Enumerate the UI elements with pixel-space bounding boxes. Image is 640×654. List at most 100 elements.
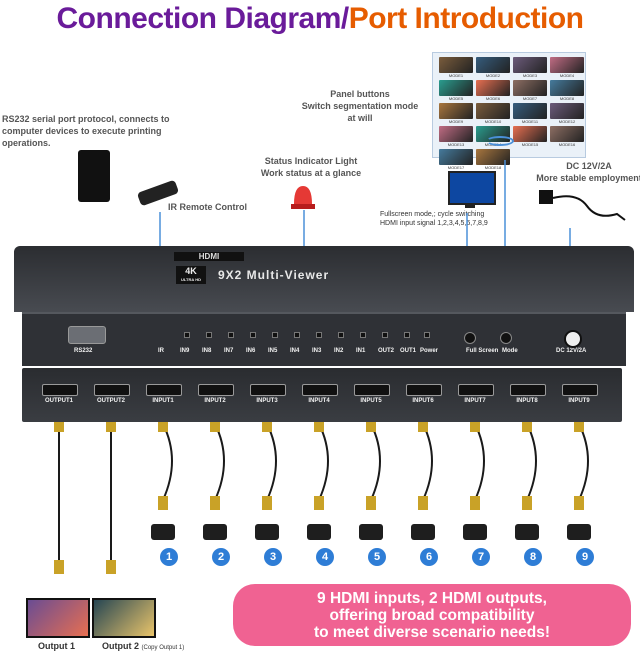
source-device-icon <box>567 524 591 540</box>
status-callout-line2: Work status at a glance <box>260 168 362 178</box>
mode-thumbnail: MODE10 <box>476 103 510 124</box>
mode-thumbnail-label: MODE13 <box>447 142 465 147</box>
status-led <box>316 332 322 338</box>
status-led <box>294 332 300 338</box>
panel-callout-line1: Panel buttons <box>330 89 390 99</box>
refresh-arrows-icon <box>486 136 514 146</box>
mode-thumbnail-image <box>439 149 473 165</box>
hdmi-port-label: INPUT9 <box>568 398 590 404</box>
hdmi-plug <box>366 496 376 510</box>
hdmi-cable <box>526 423 537 501</box>
front-label: IN3 <box>312 348 322 354</box>
source-device-icon <box>151 524 175 540</box>
hdmi-plug <box>210 422 220 432</box>
front-label: IN8 <box>202 348 212 354</box>
mode-thumbnail-label: MODE5 <box>448 96 464 101</box>
hdmi-plug <box>262 422 272 432</box>
mode-thumbnail-image <box>476 149 510 165</box>
hdmi-plug <box>106 422 116 432</box>
mode-thumbnail-image <box>439 57 473 73</box>
hdmi-port <box>562 384 598 396</box>
full-screen-button[interactable] <box>464 332 476 344</box>
mode-thumbnail: MODE11 <box>513 103 547 124</box>
source-device-icon <box>463 524 487 540</box>
banner-line2: offering broad compatibility <box>329 607 535 624</box>
hdmi-plug <box>158 422 168 432</box>
front-label: IN7 <box>224 348 234 354</box>
mode-thumbnail: MODE2 <box>476 57 510 78</box>
status-led <box>338 332 344 338</box>
hdmi-cable <box>474 423 485 501</box>
mode-thumbnail-label: MODE8 <box>559 96 575 101</box>
title-part2: Port Introduction <box>348 2 584 35</box>
mode-thumbnail: MODE8 <box>550 80 584 101</box>
panel-callout-line2: Switch segmentation mode <box>301 101 419 111</box>
hdmi-port-label: INPUT8 <box>516 398 538 404</box>
4k-badge-text: 4K <box>185 266 197 276</box>
front-label: IN6 <box>246 348 256 354</box>
source-device-number: 5 <box>368 548 386 566</box>
source-device-icon <box>515 524 539 540</box>
mode-thumbnail-image <box>550 80 584 96</box>
output2-label-text: Output 2 <box>102 641 139 651</box>
mode-thumbnail-image <box>439 126 473 142</box>
hdmi-plug <box>314 422 324 432</box>
front-label: IN2 <box>334 348 344 354</box>
hdmi-port-label: INPUT3 <box>256 398 278 404</box>
mode-thumbnail-label: MODE15 <box>521 142 539 147</box>
banner-line3: to meet diverse scenario needs! <box>313 624 551 641</box>
hdmi-plug <box>574 422 584 432</box>
dc-power-port <box>564 330 582 348</box>
mode-thumbnail-label: MODE3 <box>522 73 538 78</box>
mode-thumbnail-image <box>550 103 584 119</box>
mode-thumbnail: MODE12 <box>550 103 584 124</box>
hdmi-plug <box>314 496 324 510</box>
mode-thumbnail-label: MODE18 <box>484 165 502 170</box>
hdmi-plug <box>470 422 480 432</box>
mode-thumbnail-label: MODE9 <box>448 119 464 124</box>
front-label: OUT2 <box>378 348 395 354</box>
hdmi-port-label: OUTPUT2 <box>96 398 125 404</box>
source-device-number: 9 <box>576 548 594 566</box>
mode-thumbnail-label: MODE10 <box>484 119 502 124</box>
mode-thumbnail-image <box>476 80 510 96</box>
mode-thumbnail-image <box>513 57 547 73</box>
front-label: Full Screen <box>466 348 499 354</box>
source-device-number: 4 <box>316 548 334 566</box>
front-label: DC 12V/2A <box>556 348 587 354</box>
mode-thumbnail: MODE17 <box>439 149 473 170</box>
hdmi-plug <box>470 496 480 510</box>
source-device-number: 6 <box>420 548 438 566</box>
status-callout-line1: Status Indicator Light <box>264 156 358 166</box>
mode-thumbnail-label: MODE2 <box>485 73 501 78</box>
hdmi-plug <box>574 496 584 510</box>
mode-thumbnail-image <box>513 126 547 142</box>
mode-thumbnail: MODE3 <box>513 57 547 78</box>
hdmi-plug <box>106 560 116 574</box>
hdmi-port <box>354 384 390 396</box>
front-label: RS232 <box>74 348 93 354</box>
rs232-port <box>68 326 106 344</box>
front-label: IN1 <box>356 348 366 354</box>
source-device-number: 8 <box>524 548 542 566</box>
hdmi-port <box>94 384 130 396</box>
hdmi-port-label: INPUT7 <box>464 398 486 404</box>
dc-callout-line1: DC 12V/2A <box>566 161 612 171</box>
mode-thumbnail-label: MODE4 <box>559 73 575 78</box>
mode-thumbnail-label: MODE7 <box>522 96 538 101</box>
source-device-icon <box>359 524 383 540</box>
4k-badge: 4K ULTRA HD <box>176 266 206 284</box>
mode-button[interactable] <box>500 332 512 344</box>
hdmi-plug <box>418 422 428 432</box>
source-device-icon <box>307 524 331 540</box>
rs232-callout: RS232 serial port protocol, connects to … <box>2 114 170 148</box>
hdmi-plug <box>210 496 220 510</box>
hdmi-port <box>510 384 546 396</box>
mode-thumbnail: MODE5 <box>439 80 473 101</box>
hdmi-port <box>458 384 494 396</box>
hdmi-port <box>198 384 234 396</box>
mode-thumbnail: MODE6 <box>476 80 510 101</box>
status-light-icon <box>291 186 315 209</box>
source-device-number: 2 <box>212 548 230 566</box>
